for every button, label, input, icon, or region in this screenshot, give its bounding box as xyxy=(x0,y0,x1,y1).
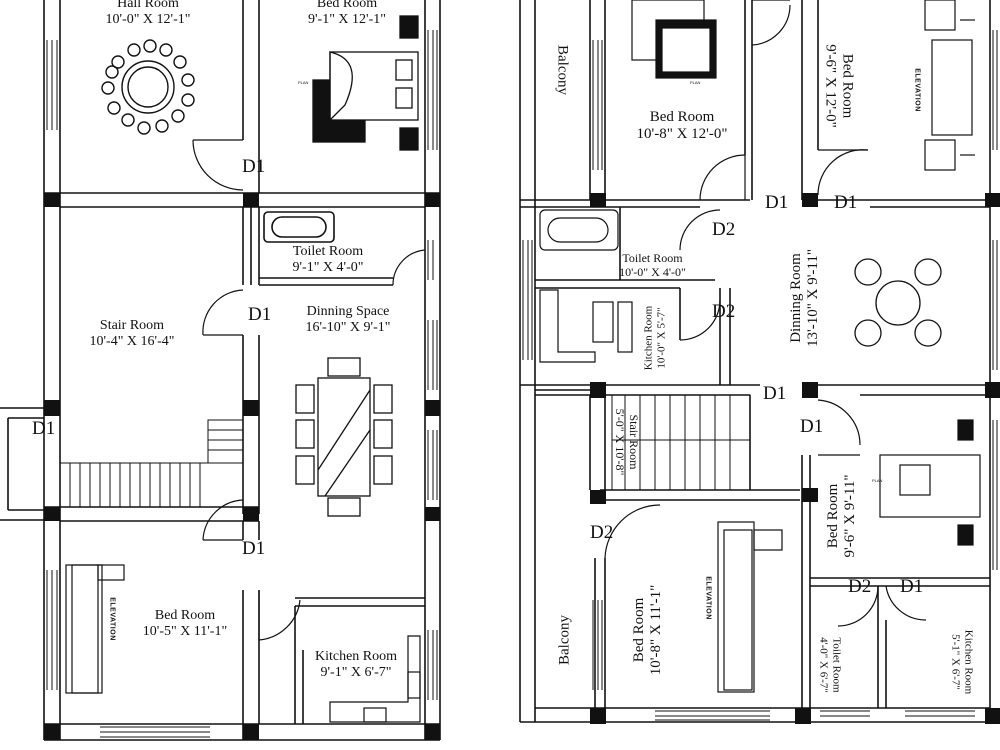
elevation-bed xyxy=(65,564,125,694)
right-plan-door-swings xyxy=(604,0,927,627)
round-dining-table xyxy=(101,39,195,135)
kitchen-room-2-name: Kitchen Room xyxy=(962,629,975,695)
dining-room-right-dimensions: 13'-10" X 9'-11" xyxy=(805,249,821,347)
door-tag-balcony-bottom: D2 xyxy=(590,522,614,543)
round-dining-set xyxy=(854,258,942,347)
balcony-bottom-label: Balcony xyxy=(556,615,573,665)
plan-tag-right-bed: PLAN xyxy=(690,80,701,85)
bed-room-1-name: Bed Room xyxy=(316,0,378,11)
stair-room-dimensions: 10'-4" X 16'-4" xyxy=(89,334,175,350)
kitchen-room-right-label: Kitchen Room 10'-0" X 5'-7" xyxy=(642,306,667,370)
door-tag-kitchen: D2 xyxy=(712,301,736,322)
bed-room-right-name: Bed Room xyxy=(839,53,856,119)
rectangular-dining-table xyxy=(295,357,393,517)
left-plan-door-swings xyxy=(192,139,426,641)
stair-room-right-dimensions: 5'-0" X 10'-8" xyxy=(613,408,627,476)
bed-room-2-label: Bed Room 10'-5" X 11'-1" xyxy=(125,608,245,640)
kitchen-room-2-label: Kitchen Room 5'-1" X 6'-7" xyxy=(949,629,975,695)
toilet-room-2-label: Toilet Room 4'-0" X 6'-7" xyxy=(817,637,843,693)
bed-room-2-name: Bed Room xyxy=(154,608,216,623)
left-plan-windows xyxy=(46,30,438,738)
bed-room-main-dimensions: 10'-8" X 12'-0" xyxy=(636,126,728,143)
door-tag-toilet-2: D2 xyxy=(848,576,872,597)
stair-room-right-label: Stair Room 5'-0" X 10'-8" xyxy=(612,408,641,476)
balcony-top-name: Balcony xyxy=(554,45,571,95)
kitchen-room-name: Kitchen Room xyxy=(314,649,398,664)
door-tag-bed-main: D1 xyxy=(765,192,789,213)
kitchen-room-right-name: Kitchen Room xyxy=(642,305,655,371)
right-plan-windows xyxy=(522,30,998,721)
kitchen-room-2-dimensions: 5'-1" X 6'-7" xyxy=(950,634,962,690)
right-plan-staircase xyxy=(611,394,751,491)
elevation-tag-left-bed: ELEVATION xyxy=(108,597,116,641)
plan-tag-right-mid-bed: PLAN xyxy=(872,478,883,483)
kitchen-room-right-dimensions: 10'-0" X 5'-7" xyxy=(655,307,667,369)
hall-room-dimensions: 10'-0" X 12'-1" xyxy=(105,12,191,28)
door-tag-kitchen-2: D1 xyxy=(900,576,924,597)
toilet-room-label: Toilet Room 9'-1" X 4'-0" xyxy=(268,244,388,276)
door-tag-bed-right: D1 xyxy=(834,192,858,213)
door-tag-bed-mid: D1 xyxy=(800,416,824,437)
bed-room-bottom-label: Bed Room 10'-8" X 11'-1" xyxy=(631,585,666,675)
stair-room-name: Stair Room xyxy=(99,318,165,333)
door-tag-hall: D1 xyxy=(242,156,266,177)
bed-room-right-label: Bed Room 9'-6" X 12'-0" xyxy=(821,44,856,128)
door-tag-dining: D1 xyxy=(248,304,272,325)
dining-space-label: Dinning Space 16'-10" X 9'-1" xyxy=(288,304,408,336)
bed-room-mid-dimensions: 9'-6" X 9'-11" xyxy=(842,474,858,558)
toilet-room-2-name: Toilet Room xyxy=(830,637,843,693)
bed-room-mid-label: Bed Room 9'-6" X 9'-11" xyxy=(825,475,860,558)
toilet-room-right-dimensions: 10'-0" X 4'-0" xyxy=(619,264,686,279)
double-bed-furniture xyxy=(312,15,419,151)
dining-room-right-name: Dinning Room xyxy=(787,253,804,343)
right-bathtub xyxy=(539,209,619,251)
bed-room-bottom-name: Bed Room xyxy=(630,597,647,663)
right-plan-columns xyxy=(590,193,1000,724)
bed-room-1-label: Bed Room 9'-1" X 12'-1" xyxy=(292,0,402,28)
toilet-room-right-name: Toilet Room xyxy=(622,251,683,265)
toilet-room-2-dimensions: 4'-0" X 6'-7" xyxy=(818,637,830,693)
kitchen-room-dimensions: 9'-1" X 6'-7" xyxy=(320,665,392,681)
dining-room-right-label: Dinning Room 13'-10" X 9'-11" xyxy=(788,249,823,347)
toilet-room-name: Toilet Room xyxy=(292,244,364,259)
right-plan-walls xyxy=(519,0,1000,723)
door-tag-stair-landing: D1 xyxy=(32,418,56,439)
bed-room-2-dimensions: 10'-5" X 11'-1" xyxy=(142,624,228,640)
kitchen-counter xyxy=(329,635,421,723)
bed-room-1-dimensions: 9'-1" X 12'-1" xyxy=(308,12,386,28)
plan-tag-left-bed: PLAN xyxy=(298,80,309,85)
door-tag-bed-room-2: D1 xyxy=(242,538,266,559)
hall-room-name: Hall Room xyxy=(117,0,179,11)
right-kitchen-counter xyxy=(539,289,633,363)
toilet-room-dimensions: 9'-1" X 4'-0" xyxy=(292,260,364,276)
door-tag-dining: D1 xyxy=(763,383,787,404)
bed-room-bottom-dimensions: 10'-8" X 11'-1" xyxy=(648,584,664,676)
left-plan-columns xyxy=(44,193,440,740)
dining-space-dimensions: 16'-10" X 9'-1" xyxy=(305,320,391,336)
elevation-tag-right-bottom: ELEVATION xyxy=(704,576,712,620)
stair-room-right-name: Stair Room xyxy=(626,414,641,470)
bed-room-right-dimensions: 9'-6" X 12'-0" xyxy=(822,44,838,128)
left-plan-staircase xyxy=(59,419,244,508)
right-elevation-furniture-top xyxy=(924,0,975,171)
hall-room-label: Hall Room 10'-0" X 12'-1" xyxy=(98,0,198,28)
elevation-tag-right-top: ELEVATION xyxy=(913,68,921,112)
kitchen-room-label: Kitchen Room 9'-1" X 6'-7" xyxy=(296,649,416,681)
right-elevation-bed-bottom xyxy=(717,521,783,693)
right-bed-top xyxy=(631,0,717,79)
stair-room-label: Stair Room 10'-4" X 16'-4" xyxy=(72,318,192,350)
door-tag-toilet: D2 xyxy=(712,219,736,240)
bed-room-main-name: Bed Room xyxy=(649,109,715,125)
toilet-room-right-label: Toilet Room 10'-0" X 4'-0" xyxy=(600,251,705,280)
balcony-top-label: Balcony xyxy=(553,45,571,95)
balcony-bottom-name: Balcony xyxy=(556,615,573,665)
right-bed-mid xyxy=(879,419,981,546)
bed-room-mid-name: Bed Room xyxy=(824,483,841,549)
bed-room-main-label: Bed Room 10'-8" X 12'-0" xyxy=(622,109,742,144)
dining-space-name: Dinning Space xyxy=(306,304,390,319)
